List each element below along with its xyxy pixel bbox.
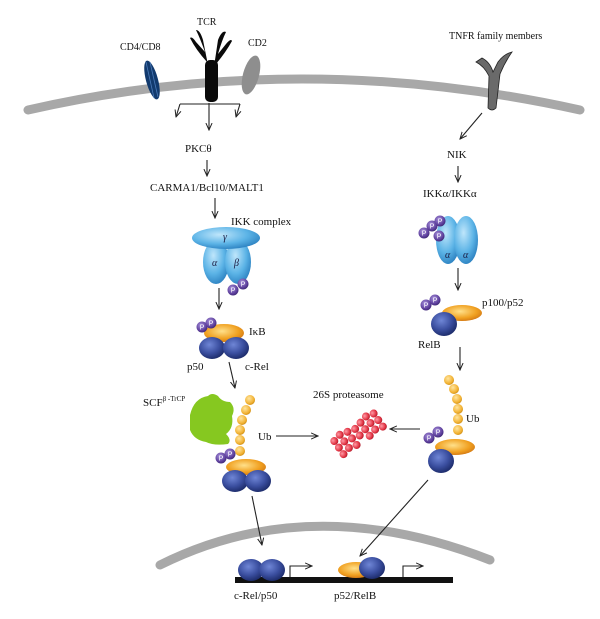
tnfr-to-nik-arrow <box>460 112 483 139</box>
crel-p50-to-nucleus-arrow <box>251 495 262 545</box>
nik-label: NIK <box>447 149 467 161</box>
svg-text:P: P <box>209 321 214 328</box>
ikka-alpha1-label: α <box>445 250 451 261</box>
cd2-receptor-icon <box>241 55 261 95</box>
svg-text:P: P <box>424 303 429 310</box>
ikk-complex-icon: P P <box>192 227 260 296</box>
ubiquitinated-ikb-complex-icon: P P <box>215 395 271 492</box>
ubiquitinated-p100-complex-icon: P P <box>423 375 475 473</box>
ikka-label: IKKα/IKKα <box>423 188 477 200</box>
relb-label: RelB <box>418 339 441 351</box>
ikb-arrow <box>228 361 235 388</box>
tnfr-label: TNFR family members <box>449 31 542 42</box>
transcription-start-arrow-left <box>289 566 312 577</box>
svg-text:P: P <box>438 219 443 226</box>
cd4-cd8-receptor-icon <box>144 60 160 100</box>
scf-label: SCFβ -TrCP <box>143 395 185 409</box>
c-rel-label: c-Rel <box>245 361 269 373</box>
plasma-membrane <box>23 74 585 115</box>
crel-p50-dna-label: c-Rel/p50 <box>234 590 278 602</box>
ikb-nfkb-complex-icon: P P <box>196 317 249 359</box>
p50-label: p50 <box>187 361 204 373</box>
ikk-beta-label: β <box>233 258 239 269</box>
svg-text:P: P <box>228 452 233 459</box>
ub-left-label: Ub <box>258 431 272 443</box>
svg-text:P: P <box>422 231 427 238</box>
proteasome-icon <box>330 409 387 459</box>
svg-text:P: P <box>219 456 224 463</box>
tcr-signal-arrows <box>176 103 240 130</box>
ikk-complex-label: IKK complex <box>231 216 292 228</box>
carma-label: CARMA1/Bcl10/MALT1 <box>150 182 264 194</box>
nuclear-membrane <box>155 521 495 570</box>
ikka-alpha2-label: α <box>463 250 469 261</box>
p52-relb-dna-label: p52/RelB <box>334 590 376 602</box>
p52-relb-to-nucleus-arrow <box>360 479 429 556</box>
svg-text:P: P <box>231 288 236 295</box>
p52-relb-dimer-on-dna-icon <box>338 557 385 579</box>
svg-text:P: P <box>427 436 432 443</box>
ub-right-label: Ub <box>466 413 480 425</box>
svg-text:P: P <box>430 224 435 231</box>
ikk-gamma-label: γ <box>223 232 228 243</box>
svg-text:P: P <box>433 298 438 305</box>
pkc-theta-label: PKCθ <box>185 143 212 155</box>
transcription-start-arrow-right <box>402 566 423 577</box>
cd2-label: CD2 <box>248 38 267 49</box>
tnfr-receptor-icon <box>475 51 513 111</box>
svg-text:P: P <box>241 282 246 289</box>
ikk-alpha-label: α <box>212 258 218 269</box>
tcr-label: TCR <box>197 17 217 28</box>
p100-p52-label: p100/p52 <box>482 297 524 309</box>
cd4-cd8-label: CD4/CD8 <box>120 42 161 53</box>
p100-relb-complex-icon: P P <box>420 294 482 336</box>
svg-text:P: P <box>436 430 441 437</box>
ikk-alpha-dimer-icon: P P P P <box>418 215 478 264</box>
svg-text:P: P <box>200 325 205 332</box>
scf-btrcp-icon <box>190 394 234 445</box>
tcr-receptor-icon <box>190 30 232 102</box>
crel-p50-dimer-on-dna-icon <box>238 559 285 581</box>
proteasome-label: 26S proteasome <box>313 389 384 401</box>
ikb-label: IκB <box>249 326 266 338</box>
svg-text:P: P <box>437 234 442 241</box>
